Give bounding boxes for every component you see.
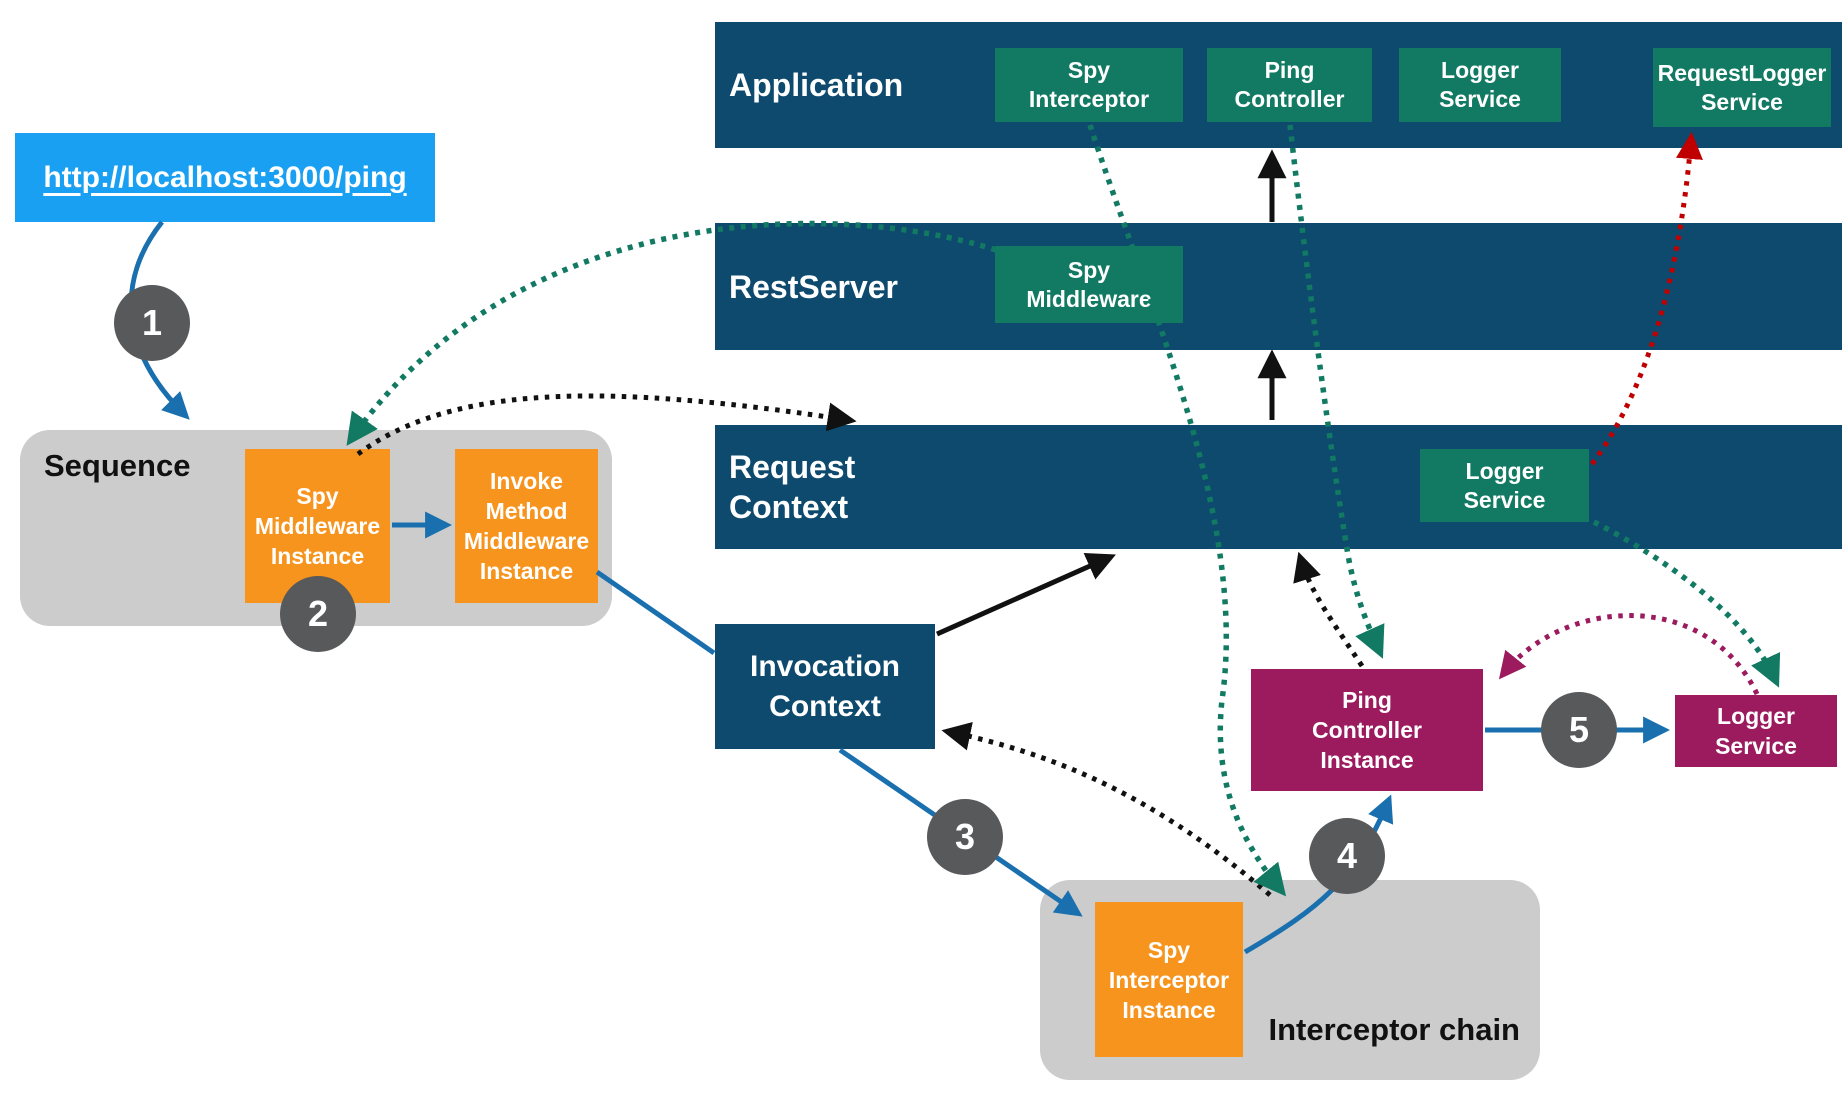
spy-interceptor-instance-label: Spy Interceptor Instance [1108,936,1230,1023]
arrow-invocation-context-to-request-context [935,552,1116,637]
step-badge-2: 2 [280,576,356,652]
interceptor-chain-group-label: Interceptor chain [1268,1012,1521,1047]
arrow-ping-controller-binding-dotted [1287,124,1385,659]
step-badge-3-number: 3 [954,816,976,857]
step-badge-5-number: 5 [1568,709,1590,750]
step-badge-4-number: 4 [1336,835,1358,876]
restserver-layer-label: RestServer [729,268,898,305]
restserver-spy-middleware-label: Spy Middleware [1026,256,1152,312]
step-badge-1: 1 [114,285,190,361]
app-service-spy-interceptor-label: Spy Interceptor [1028,57,1150,112]
step-badge-4: 4 [1309,818,1385,894]
application-layer-label: Application [729,67,904,103]
url-link-label: http://localhost:3000/ping [43,160,407,194]
app-service-ping-controller-label: Ping Controller [1234,57,1345,112]
spy-middleware-instance-label: Spy Middleware Instance [254,483,381,569]
ping-controller-instance-label: Ping Controller Instance [1312,687,1422,773]
spy-interceptor-instance-box: Spy Interceptor Instance [1095,902,1243,1057]
app-service-requestlogger-service-label: RequestLogger Service [1657,59,1827,115]
app-service-spy-interceptor: Spy Interceptor [995,48,1183,122]
invoke-method-middleware-instance-box: Invoke Method Middleware Instance [455,449,598,603]
url-link-box[interactable]: http://localhost:3000/ping [15,133,435,222]
ping-controller-instance-box: Ping Controller Instance [1251,669,1483,791]
arrow-spy-interceptor-instance-to-invocation-context-dotted [941,721,1272,897]
restserver-spy-middleware: Spy Middleware [995,246,1183,323]
request-context-layer-label: Request Context [729,449,856,525]
step-badge-3: 3 [927,799,1003,875]
invocation-context-label: Invocation Context [749,649,900,723]
sequence-group-label: Sequence [44,448,191,483]
invoke-method-middleware-instance-label: Invoke Method Middleware Instance [463,468,590,584]
arrow-logger-service-to-ping-controller-instance-dotted [1498,613,1760,696]
arrow-ping-controller-instance-to-request-context-dotted [1293,551,1365,668]
step-badge-2-number: 2 [307,593,329,634]
app-service-ping-controller: Ping Controller [1207,48,1372,122]
app-service-requestlogger-service: RequestLogger Service [1653,48,1831,127]
arrow-invoke-method-to-invocation-context [595,569,716,656]
request-context-logger-service: Logger Service [1420,449,1589,522]
spy-middleware-instance-box: Spy Middleware Instance [245,449,390,603]
logger-service-instance-box: Logger Service [1675,695,1837,767]
app-service-logger-service-label: Logger Service [1439,57,1521,112]
step-badge-5: 5 [1541,692,1617,768]
step-badge-1-number: 1 [141,302,163,343]
request-context-logger-service-label: Logger Service [1463,457,1546,513]
app-service-logger-service: Logger Service [1399,48,1561,122]
logger-service-instance-label: Logger Service [1715,703,1797,759]
request-context-layer-bar: Request Context [715,425,1842,549]
invocation-context-box: Invocation Context [715,624,935,749]
restserver-layer-bar: RestServer [715,223,1842,350]
